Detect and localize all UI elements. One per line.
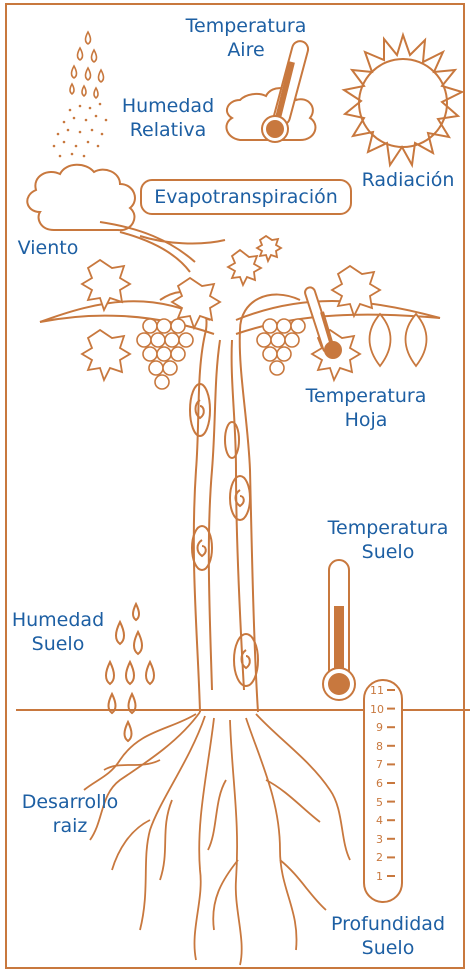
label-viento: Viento: [12, 236, 84, 260]
thermometer-air-icon: [225, 40, 317, 143]
depth-tick-label: 10: [370, 702, 384, 716]
depth-tick-label: 3: [376, 832, 383, 846]
label-temperatura-hoja: Temperatura Hoja: [296, 384, 436, 432]
label-line: Viento: [17, 237, 79, 259]
label-humedad-suelo: Humedad Suelo: [8, 608, 108, 656]
label-radiacion: Radiación: [348, 168, 468, 192]
label-temperatura-suelo: Temperatura Suelo: [318, 516, 458, 564]
label-line: raiz: [52, 815, 88, 837]
frame: [5, 3, 465, 969]
thermometer-soil-icon: [322, 559, 356, 701]
soil-drops-icon: [105, 601, 155, 743]
label-line: Hoja: [344, 409, 388, 431]
label-line: Radiación: [361, 169, 455, 191]
depth-tick-label: 9: [376, 721, 383, 735]
roots: [83, 711, 351, 966]
label-line: Temperatura: [185, 15, 307, 37]
label-line: Humedad: [121, 95, 215, 117]
grape-clusters: [136, 318, 306, 390]
label-line: Profundidad: [330, 913, 446, 935]
depth-tick-label: 11: [370, 684, 384, 697]
label-line: Aire: [227, 39, 265, 61]
depth-scale: [363, 679, 403, 903]
label-line: Desarrollo: [21, 791, 119, 813]
depth-scale-ticks: [387, 689, 395, 877]
depth-tick-label: 7: [376, 758, 383, 772]
label-line: Suelo: [361, 541, 415, 563]
label-line: Suelo: [31, 633, 85, 655]
label-desarrollo-raiz: Desarrollo raiz: [12, 790, 128, 838]
mist-dots: [52, 102, 108, 158]
depth-tick-label: 2: [376, 851, 383, 865]
depth-tick-label: 1: [376, 870, 383, 883]
wind-cloud-icon: [26, 163, 226, 273]
label-line: Relativa: [129, 119, 207, 141]
thermometer-leaf-icon: [304, 286, 342, 359]
sun-icon: [341, 31, 465, 169]
label-evapotranspiracion: Evapotranspiración: [154, 186, 338, 208]
label-line: Temperatura: [327, 517, 449, 539]
label-line: Temperatura: [305, 385, 427, 407]
label-profundidad-suelo: Profundidad Suelo: [318, 912, 458, 960]
vine-leaves: [80, 234, 428, 383]
humidity-drops-icon: [69, 30, 105, 100]
depth-tick-label: 4: [376, 814, 383, 828]
label-humedad-relativa: Humedad Relativa: [106, 94, 230, 142]
depth-tick-label: 6: [376, 777, 383, 790]
label-line: Suelo: [361, 937, 415, 959]
evapotranspiracion-box: Evapotranspiración: [140, 179, 352, 215]
depth-tick-label: 8: [376, 739, 383, 753]
depth-tick-label: 5: [376, 795, 383, 809]
label-temperatura-aire: Temperatura Aire: [176, 14, 316, 62]
label-line: Humedad: [11, 609, 105, 631]
